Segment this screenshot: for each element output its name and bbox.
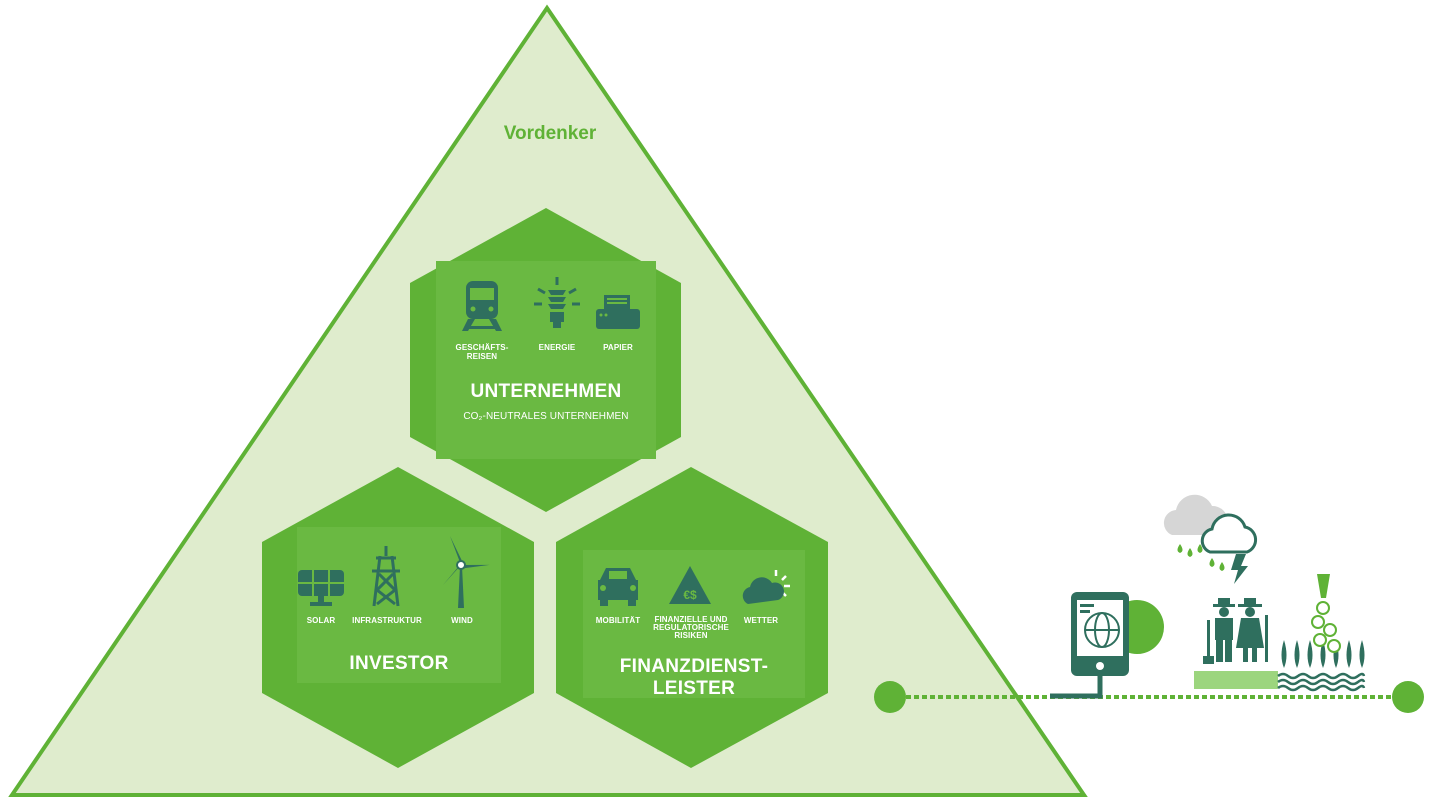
lightbulb-icon [534,277,580,328]
icon-label-energie: ENERGIE [538,343,576,352]
icon-label-wind: WIND [451,616,473,625]
icon-label-finanzielle-risiken: FINANZIELLE UND REGULATORISCHE RISIKEN [653,615,729,640]
ground-strip [1194,671,1278,689]
hex-title-investor: INVESTOR [349,653,449,674]
tablet-globe-icon [1050,592,1164,699]
icon-label-papier: PAPIER [603,343,633,352]
power-pylon-icon [372,546,400,607]
farmers-icon [1203,598,1268,664]
solar-panel-icon [298,570,344,606]
apex-label: Vordenker [503,123,597,144]
icon-label-geschaeftsreisen: GESCHÄFTS- REISEN [455,343,509,361]
hex-title-unternehmen: UNTERNEHMEN [470,381,622,402]
weather-sun-cloud-icon [742,570,790,604]
connector-dot-right [1392,681,1424,713]
hex-title-finanzdienstleister: FINANZDIENST- LEISTER [619,656,769,699]
car-icon [598,568,638,606]
wheat-field-icon [1277,640,1366,692]
storm-cloud-icon [1200,513,1258,584]
wind-turbine-icon [443,536,490,608]
train-icon [462,281,502,331]
svg-text:€$: €$ [683,588,697,602]
money-funnel-icon [1311,574,1341,653]
icon-label-infrastruktur: INFRASTRUKTUR [352,616,422,625]
connector-dot-left [874,681,906,713]
warning-currency-icon: €$ [669,566,711,604]
icon-label-wetter: WETTER [743,616,779,625]
hex-subtitle-unternehmen: CO₂-NEUTRALES UNTERNEHMEN [463,411,629,422]
printer-icon [596,295,640,329]
icon-label-solar: SOLAR [306,616,336,625]
icon-label-mobilitaet: MOBILITÄT [595,616,641,625]
